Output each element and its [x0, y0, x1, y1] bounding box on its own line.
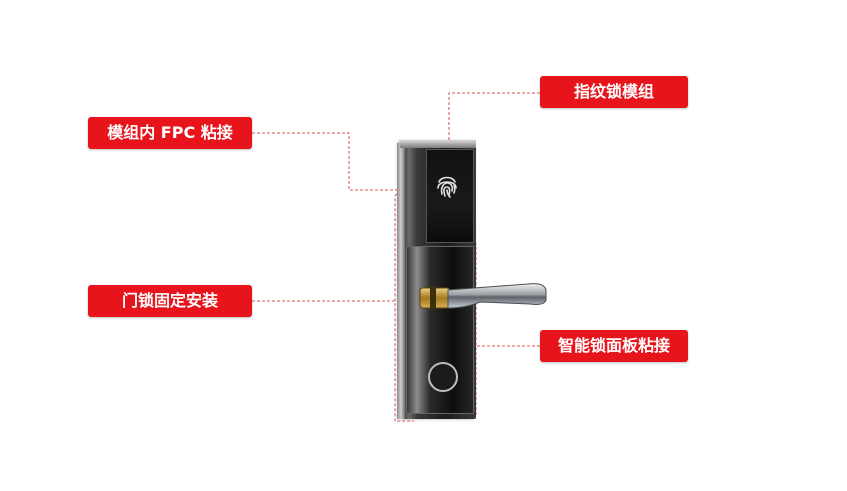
- label-fingerprint-module: 指纹锁模组: [540, 76, 688, 108]
- door-handle: [419, 283, 547, 310]
- label-panel-bonding: 智能锁面板粘接: [540, 330, 688, 362]
- leader-line-fpc: [252, 132, 400, 191]
- fingerprint-module: [426, 149, 474, 243]
- lock-plate-edge: [397, 143, 405, 419]
- outline-plate-side: [394, 189, 414, 422]
- lock-plate-top: [400, 140, 476, 148]
- fingerprint-icon: [437, 176, 457, 198]
- keyhole: [428, 362, 458, 392]
- leader-line-fingerprint-module: [448, 92, 540, 146]
- label-lock-fixed-install: 门锁固定安装: [88, 285, 252, 317]
- label-module-fpc: 模组内 FPC 粘接: [88, 117, 252, 149]
